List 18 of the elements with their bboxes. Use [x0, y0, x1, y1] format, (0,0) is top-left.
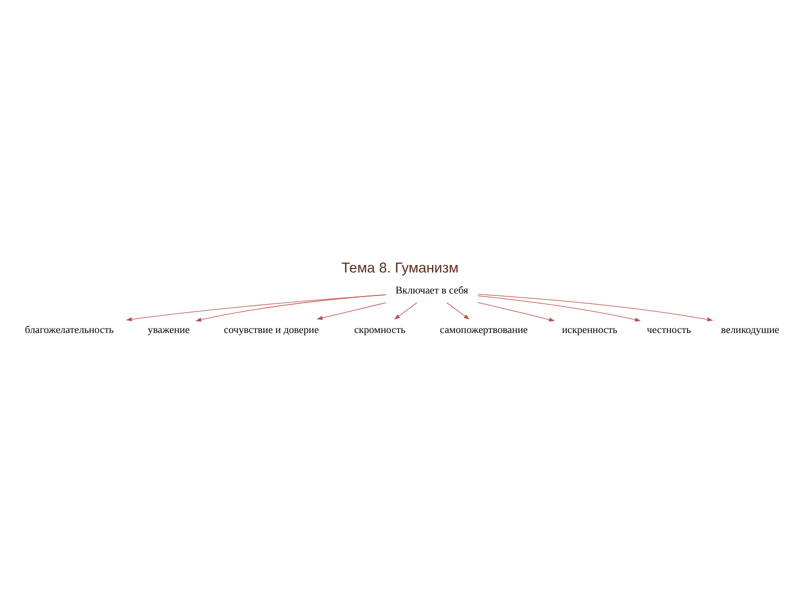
node-text: великодушие	[721, 324, 780, 336]
arrow	[316, 302, 386, 320]
node-text: самопожертвование	[440, 324, 528, 336]
node-text: сочувствие и доверие	[224, 324, 319, 336]
arrow	[126, 294, 386, 321]
node-text: уважение	[148, 324, 190, 336]
arrow	[477, 295, 641, 322]
node-text: Включает в себя	[395, 285, 468, 296]
node-text: благожелательность	[24, 324, 114, 336]
arrow	[478, 294, 714, 321]
node-text: скромность	[354, 324, 406, 336]
arrow	[195, 294, 386, 322]
node-text: искренность	[562, 324, 618, 336]
diagram-title: Тема 8. Гуманизм	[341, 260, 459, 276]
arrow	[446, 302, 470, 320]
arrow	[394, 302, 418, 320]
arrow	[477, 302, 555, 322]
node-text: честность	[646, 324, 691, 336]
